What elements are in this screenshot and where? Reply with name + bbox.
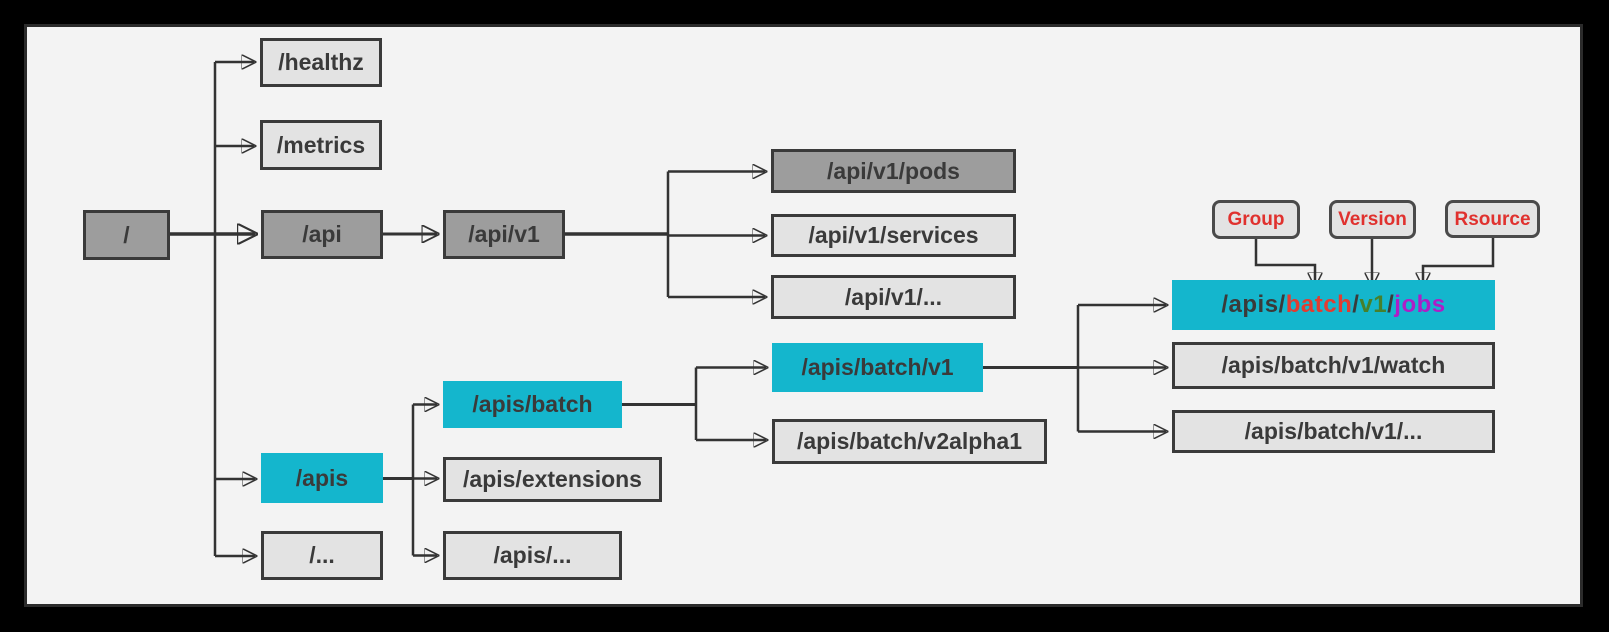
node-healthz: /healthz <box>260 38 382 87</box>
tag-version: Version <box>1329 200 1416 239</box>
node-apis-extensions: /apis/extensions <box>443 457 662 502</box>
tag-resource: Rsource <box>1445 200 1540 238</box>
node-label: /apis/extensions <box>463 466 642 492</box>
node-apis-batch-v1-jobs: /apis/batch/v1/jobs <box>1172 280 1495 330</box>
path-segment-group: batch <box>1285 291 1353 318</box>
node-apis-batch-v1: /apis/batch/v1 <box>772 343 983 392</box>
path-segment-slash: / <box>1387 291 1395 318</box>
path-segment-version: v1 <box>1359 291 1388 318</box>
node-label: /metrics <box>276 131 366 158</box>
node-label: / <box>123 221 130 248</box>
node-api: /api <box>261 210 383 259</box>
node-api-v1: /api/v1 <box>443 210 565 259</box>
node-apis: /apis <box>261 453 383 503</box>
tag-label: Version <box>1338 209 1407 230</box>
node-label: /apis/... <box>493 542 572 568</box>
path-segment-resource: jobs <box>1394 291 1446 318</box>
node-label: /apis <box>295 464 349 491</box>
node-apis-batch: /apis/batch <box>443 381 622 428</box>
node-label: /apis/batch/v1/watch <box>1221 352 1446 378</box>
node-label: /api/v1/pods <box>827 157 960 184</box>
node-apis-more: /apis/... <box>443 531 622 580</box>
node-apis-batch-v1-watch: /apis/batch/v1/watch <box>1172 342 1495 389</box>
path-segment-prefix: /apis/ <box>1221 291 1286 318</box>
node-api-v1-pods: /api/v1/pods <box>771 149 1016 193</box>
node-metrics: /metrics <box>260 120 382 170</box>
node-root-more: /... <box>261 531 383 580</box>
node-label: /api/v1 <box>468 221 540 247</box>
node-label: /apis/batch/v1 <box>801 354 954 380</box>
node-label: /healthz <box>278 49 364 75</box>
tag-group: Group <box>1212 200 1300 239</box>
tag-label: Rsource <box>1454 208 1531 230</box>
tag-label: Group <box>1227 209 1285 230</box>
node-label: /apis/batch/v1/... <box>1244 418 1423 444</box>
path-segment-slash: / <box>1352 291 1360 318</box>
node-label: /apis/batch <box>472 391 593 417</box>
node-label: /api <box>302 221 342 247</box>
node-apis-batch-v2alpha1: /apis/batch/v2alpha1 <box>772 419 1047 464</box>
node-api-v1-services: /api/v1/services <box>771 214 1016 257</box>
node-label: /apis/batch/v2alpha1 <box>797 428 1022 454</box>
node-apis-batch-v1-more: /apis/batch/v1/... <box>1172 410 1495 453</box>
node-label: /api/v1/... <box>844 283 943 310</box>
node-label: /api/v1/services <box>808 222 979 248</box>
node-root: / <box>83 210 170 260</box>
node-api-v1-more: /api/v1/... <box>771 275 1016 319</box>
node-label: /... <box>309 542 335 568</box>
